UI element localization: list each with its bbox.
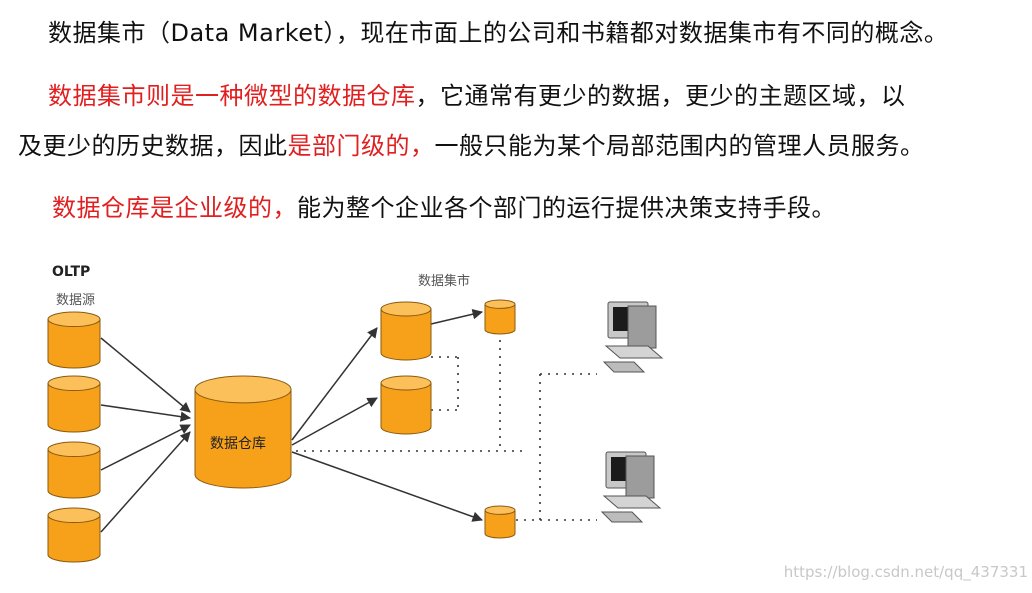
department-level-highlight: 是部门级的， [287,132,435,160]
definition-line-2: 及更少的历史数据，因此是部门级的，一般只能为某个局部范围内的管理人员服务。 [18,131,925,161]
data-mart-small-cylinder [484,505,516,539]
intro-text: 数据集市（Data Market），现在市面上的公司和书籍都对数据集市有不同的概… [48,19,949,47]
warehouse-paragraph: 数据仓库是企业级的，能为整个企业各个部门的运行提供决策支持手段。 [52,193,836,223]
definition-text-2a: 及更少的历史数据，因此 [18,132,288,160]
enterprise-level-highlight: 数据仓库是企业级的， [52,194,297,222]
datamart-label: 数据集市 [418,273,470,289]
source-db-cylinder [47,507,101,563]
source-db-cylinder [47,311,101,369]
warehouse-arrows [291,309,484,522]
source-db-cylinder [47,375,101,433]
source-label: 数据源 [56,293,95,308]
computer-icon [602,301,664,373]
watermark: https://blog.csdn.net/qq_437331 [783,563,1028,581]
computer-icon [600,451,662,523]
oltp-label: OLTP [52,264,90,280]
source-db-cylinder [47,441,101,499]
data-mart-cylinder [380,375,432,435]
architecture-diagram: OLTP 数据源 数据集市 数据仓库 [47,264,664,563]
data-warehouse-cylinder [194,375,292,489]
warehouse-text: 能为整个企业各个部门的运行提供决策支持手段。 [297,194,836,222]
definition-highlight: 数据集市则是一种微型的数据仓库 [48,82,416,110]
definition-text: ，它通常有更少的数据，更少的主题区域，以 [415,82,906,110]
definition-line-1: 数据集市则是一种微型的数据仓库，它通常有更少的数据，更少的主题区域，以 [48,81,906,111]
warehouse-label: 数据仓库 [210,436,266,452]
data-mart-small-cylinder [484,299,516,335]
intro-paragraph: 数据集市（Data Market），现在市面上的公司和书籍都对数据集市有不同的概… [48,18,948,48]
definition-text-2b: 一般只能为某个局部范围内的管理人员服务。 [434,132,925,160]
dotted-connectors [296,332,597,521]
data-mart-cylinder [380,301,432,361]
source-arrows [100,337,192,533]
